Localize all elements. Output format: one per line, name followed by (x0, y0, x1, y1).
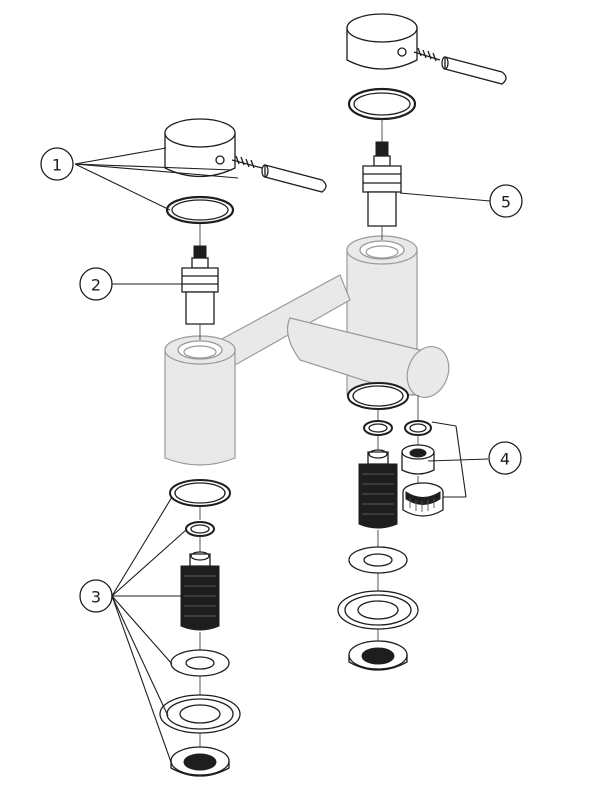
callout-2-label: 2 (91, 276, 101, 295)
callout-1-label: 1 (52, 156, 62, 175)
left-handle-assembly (164, 118, 327, 225)
callout-4-label: 4 (500, 450, 510, 469)
callout-4: 4 (488, 441, 522, 475)
callout-3-label: 3 (91, 588, 101, 607)
left-fixing-kit (159, 479, 241, 777)
o-ring-left (165, 195, 235, 225)
left-cartridge (181, 224, 219, 340)
lever-pin (261, 164, 327, 193)
aerator-kit (401, 395, 444, 517)
faucet-body (164, 235, 450, 466)
callout-5: 5 (489, 184, 523, 218)
grub-screw (231, 155, 263, 169)
leader-lines (74, 147, 491, 766)
callout-1: 1 (40, 147, 74, 181)
right-handle-assembly (346, 13, 507, 121)
callout-3: 3 (79, 579, 113, 613)
right-cartridge (362, 119, 402, 240)
callout-5-label: 5 (501, 193, 511, 212)
right-fixing-kit (337, 382, 419, 671)
callout-2: 2 (79, 267, 113, 301)
